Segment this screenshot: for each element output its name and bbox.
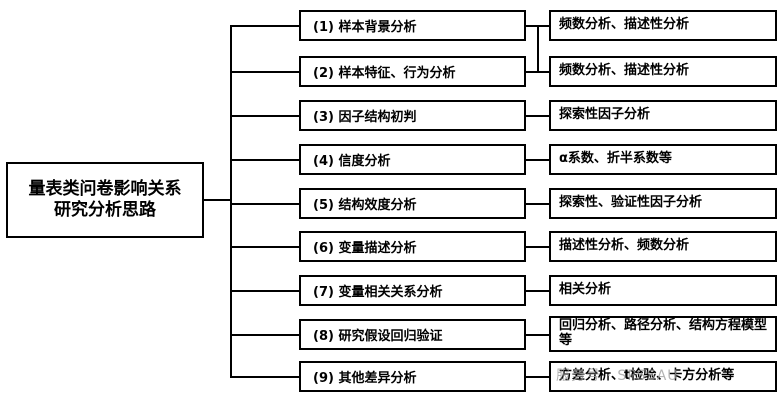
step-box-4: (4) 信度分析 — [299, 144, 526, 175]
branch-6 — [230, 246, 300, 248]
root-title-line1: 量表类问卷影响关系 — [28, 178, 182, 199]
branch-4 — [230, 159, 300, 161]
step-box-1: (1) 样本背景分析 — [299, 10, 526, 41]
branch-8 — [230, 334, 300, 336]
branch-5 — [230, 203, 300, 205]
branch-9 — [230, 376, 300, 378]
method-box-3: 探索性因子分析 — [549, 100, 777, 131]
root-topic-box: 量表类问卷影响关系 研究分析思路 — [6, 162, 204, 238]
branch-1 — [230, 25, 300, 27]
method-box-8: 回归分析、路径分析、结构方程模型等 — [549, 316, 777, 352]
root-title-line2: 研究分析思路 — [54, 200, 156, 220]
link-9 — [526, 376, 550, 378]
method-box-7: 相关分析 — [549, 275, 777, 306]
method-box-5: 探索性、验证性因子分析 — [549, 188, 777, 219]
link-3 — [526, 115, 550, 117]
link-7 — [526, 290, 550, 292]
branch-2 — [230, 71, 300, 73]
link-1 — [526, 25, 550, 27]
root-connector — [204, 199, 231, 201]
link-4 — [526, 159, 550, 161]
branch-7 — [230, 290, 300, 292]
link-8 — [526, 334, 550, 336]
branch-3 — [230, 115, 300, 117]
step-box-5: (5) 结构效度分析 — [299, 188, 526, 219]
link-2 — [526, 71, 550, 73]
method-box-4: α系数、折半系数等 — [549, 144, 777, 175]
right-spine-group-a — [537, 25, 539, 72]
step-box-7: (7) 变量相关关系分析 — [299, 275, 526, 306]
step-box-2: (2) 样本特征、行为分析 — [299, 56, 526, 87]
method-box-2: 频数分析、描述性分析 — [549, 56, 777, 87]
step-box-8: (8) 研究假设回归验证 — [299, 319, 526, 350]
left-spine — [230, 25, 232, 377]
method-box-1: 频数分析、描述性分析 — [549, 10, 777, 41]
method-box-6: 描述性分析、频数分析 — [549, 231, 777, 262]
link-5 — [526, 203, 550, 205]
link-6 — [526, 246, 550, 248]
method-box-9: 方差分析、t检验、卡方分析等 — [549, 361, 777, 392]
step-box-6: (6) 变量描述分析 — [299, 231, 526, 262]
step-box-3: (3) 因子结构初判 — [299, 100, 526, 131]
step-box-9: (9) 其他差异分析 — [299, 361, 526, 392]
